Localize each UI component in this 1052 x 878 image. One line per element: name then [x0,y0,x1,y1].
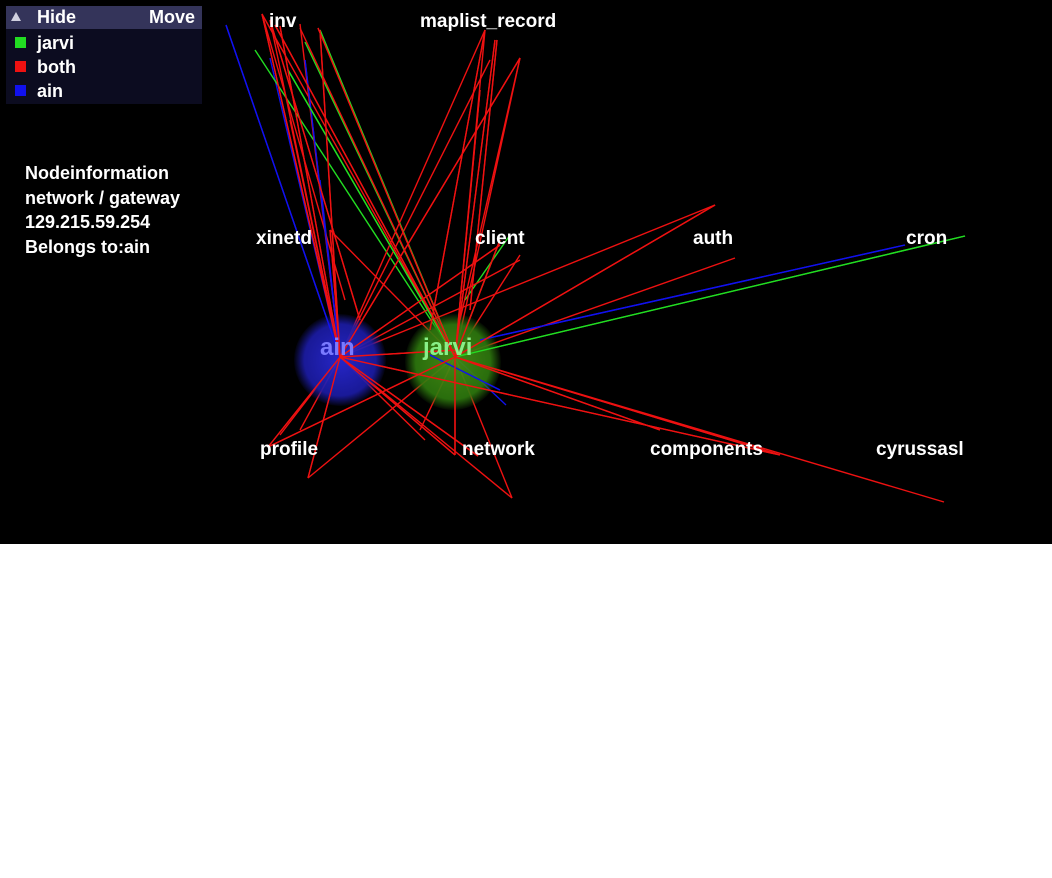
legend-swatch-jarvi [15,37,26,48]
graph-viewport[interactable]: ain jarvi inv maplist_record xinetd clie… [0,0,1052,544]
connection-line [469,39,498,311]
connection-line [319,29,341,358]
cluster-label-xinetd[interactable]: xinetd [256,228,312,249]
connection-line [454,356,661,431]
cluster-label-maplist-record[interactable]: maplist_record [420,11,557,32]
connection-line [339,244,501,358]
connection-line [429,354,501,391]
legend-item-both: both [6,56,202,80]
connection-line [329,229,341,358]
connection-line [454,204,716,358]
connection-line [299,27,456,358]
connection-line [225,24,341,358]
connection-line [454,235,966,358]
node-info-title: Nodeinformation [25,163,169,183]
legend-header: Hide Move [6,6,202,29]
connection-lines-overlay [225,13,966,479]
connection-line [454,89,481,358]
cluster-label-network[interactable]: network [462,439,535,460]
connection-line [304,59,341,358]
cluster-label-components[interactable]: components [650,439,763,460]
connection-line [279,25,341,358]
cluster-label-cron[interactable]: cron [906,228,948,249]
connection-line [479,244,906,341]
node-info-panel: Nodeinformation network / gateway 129.21… [25,161,180,259]
jarvi-node-glow[interactable] [405,314,501,410]
connection-line [459,57,521,321]
connection-line [429,29,486,331]
node-info-address: 129.215.59.254 [25,212,151,232]
legend-label-both: both [37,57,76,77]
cluster-label-profile[interactable]: profile [260,439,319,460]
connection-line [339,29,486,358]
legend-item-ain: ain [6,80,202,104]
node-info-belongs: Belongs to:ain [25,236,150,257]
hide-button[interactable]: Hide [37,7,77,27]
legend-label-ain: ain [37,81,64,101]
collapse-triangle-icon[interactable] [11,12,21,21]
legend-item-jarvi: jarvi [6,32,202,56]
connection-line [339,59,491,358]
cluster-label-inv[interactable]: inv [269,11,297,32]
legend-panel: Hide Move jarvi both ain [6,6,202,104]
connection-line [267,356,341,448]
connection-line [317,27,456,358]
connection-line [254,49,456,358]
cluster-label-client[interactable]: client [475,228,525,249]
move-button[interactable]: Move [148,7,195,27]
connection-line [267,356,456,448]
connection-line [287,69,456,358]
legend-label-jarvi: jarvi [37,33,75,53]
legend-swatch-ain [15,85,26,96]
connection-line [339,349,457,358]
cluster-label-auth[interactable]: auth [693,228,734,249]
connection-line [454,257,736,358]
connection-line [269,19,361,321]
connection-line [454,239,501,358]
connection-line [339,204,716,358]
ain-node-glow[interactable] [294,314,386,406]
host-label-ain[interactable]: ain [320,334,355,361]
node-info-path: network / gateway [25,187,181,208]
cluster-label-cyrussasl[interactable]: cyrussasl [876,439,964,460]
connection-line [339,356,456,456]
legend-swatch-both [15,61,26,72]
connection-line [274,24,456,358]
connection-line [261,13,341,358]
connection-line [454,39,496,358]
connection-line [454,356,781,456]
connection-line [307,356,341,479]
host-label-jarvi[interactable]: jarvi [423,334,473,361]
connection-line [339,356,781,456]
